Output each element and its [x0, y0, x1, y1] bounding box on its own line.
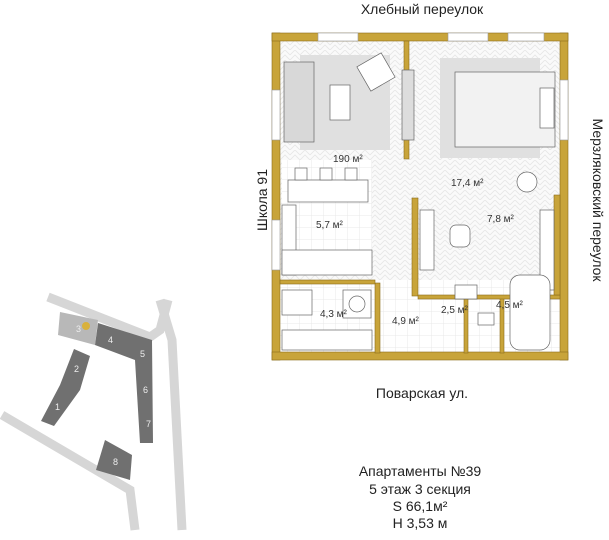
- chair: [449, 224, 471, 248]
- windows: [271, 32, 569, 271]
- armchair: [356, 52, 396, 92]
- room-area-wc: 2,5 м²: [441, 305, 469, 316]
- building-3: 3: [76, 324, 81, 334]
- room-area-kitchen: 5,7 м²: [316, 220, 344, 231]
- apartment-height: Н 3,53 м: [392, 515, 448, 531]
- dining-table: [287, 179, 369, 203]
- street-bottom: Поварская ул.: [376, 385, 468, 401]
- walls: [271, 32, 569, 361]
- room-area-study: 7,8 м²: [487, 214, 515, 225]
- building-2: 2: [74, 364, 79, 374]
- room-area-bathroom: 4,5 м²: [496, 300, 524, 311]
- toilet: [477, 312, 495, 326]
- building-1: 1: [55, 402, 60, 412]
- street-top: Хлебный переулок: [361, 1, 484, 17]
- room-area-bedroom: 17,4 м²: [451, 178, 484, 189]
- desk: [419, 209, 435, 271]
- sink: [454, 284, 478, 300]
- bathtub: [509, 274, 551, 351]
- apartment-area: S 66,1м²: [392, 498, 448, 514]
- coffee-table: [329, 84, 351, 121]
- plant: [516, 171, 538, 193]
- room-area-wardrobe: 4,3 м²: [320, 309, 348, 320]
- room-area-hall: 4,9 м²: [392, 316, 420, 327]
- room-area-living: 190 м²: [333, 154, 363, 165]
- building-6: 6: [143, 385, 148, 395]
- apartment-title: Апартаменты №39: [358, 463, 482, 479]
- building-8: 8: [113, 457, 118, 467]
- building-7: 7: [146, 419, 151, 429]
- site-plan: 3 4 5 2 6 1 7 8: [0, 292, 187, 531]
- bed: [454, 71, 556, 148]
- tv-unit: [401, 69, 415, 141]
- sofa: [283, 61, 315, 143]
- street-right: Мерзляковский переулок: [590, 119, 606, 283]
- furniture: [281, 52, 556, 351]
- street-left: Школа 91: [254, 169, 270, 231]
- building-5: 5: [140, 349, 145, 359]
- building-4: 4: [108, 335, 113, 345]
- apartment-floor: 5 этаж 3 секция: [369, 481, 471, 497]
